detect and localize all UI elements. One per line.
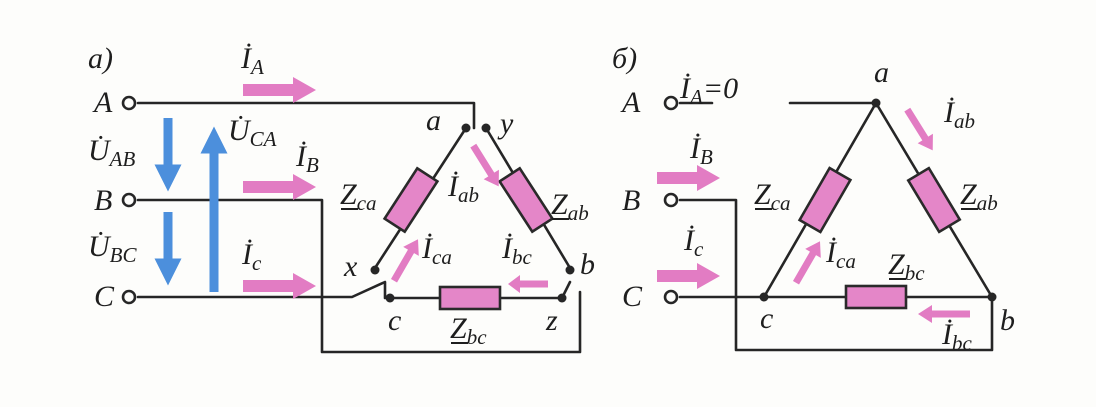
ica-a-label: İca: [421, 232, 452, 269]
arrow-ica-a: [390, 239, 419, 283]
node-b-b: [987, 292, 997, 302]
node-a: [461, 123, 471, 133]
line-a-wire: [136, 101, 476, 130]
node-a-label: a: [426, 104, 441, 137]
arrow-ic-a: [243, 273, 316, 299]
ib-a-label: İB: [295, 140, 319, 177]
ibc-b-label: İbc: [941, 318, 973, 355]
line-c-wire: [136, 280, 387, 300]
terminal-a-b-label: A: [620, 86, 641, 119]
node-z: [557, 293, 567, 303]
resistor-zbc-a: [438, 285, 502, 311]
node-c: [385, 293, 395, 303]
arrow-ib-a: [243, 174, 316, 200]
resistor-zca-b: [797, 166, 853, 234]
line-b-b-wire: [678, 198, 994, 352]
node-a-b-label: a: [874, 56, 889, 89]
resistor-zbc-b: [844, 284, 908, 310]
terminal-a-label: A: [92, 86, 113, 119]
terminal-c-b[interactable]: [663, 289, 679, 305]
ic-a-label: İc: [241, 238, 262, 275]
arrow-ic-b: [657, 263, 720, 289]
node-x: [370, 265, 380, 275]
terminal-c[interactable]: [121, 289, 137, 305]
ica-b-label: İca: [825, 236, 856, 273]
ib-b-label: İB: [689, 132, 713, 169]
ubc-label: U̇BC: [88, 230, 137, 267]
node-b-b-label: b: [1000, 304, 1015, 337]
terminal-b-b[interactable]: [663, 192, 679, 208]
arrow-iab-a: [470, 143, 499, 187]
terminal-a[interactable]: [121, 95, 137, 111]
node-b-label: b: [580, 248, 595, 281]
resistor-zca-a: [382, 166, 440, 234]
ibc-a-label: İbc: [501, 232, 533, 269]
node-c-b: [759, 292, 769, 302]
ic-b-label: İc: [683, 224, 704, 261]
ia-b-label: İA=0: [679, 72, 738, 109]
node-y: [481, 123, 491, 133]
panel-b-label: б): [612, 42, 637, 75]
terminal-c-b-label: C: [622, 280, 643, 313]
terminal-b[interactable]: [121, 192, 137, 208]
arrow-ib-b: [657, 165, 720, 191]
node-x-label: x: [343, 250, 358, 283]
node-c-label: c: [388, 304, 401, 337]
node-z-label: z: [545, 304, 558, 337]
zbc-a-label: Zbc: [450, 312, 487, 349]
terminal-b-label: B: [94, 184, 112, 217]
iab-b-label: İab: [943, 96, 975, 133]
line-b-wire: [136, 198, 582, 354]
terminal-b-b-label: B: [622, 184, 640, 217]
arrow-ibc-a: [508, 275, 548, 293]
arrow-ibc-b: [918, 305, 970, 323]
terminal-c-label: C: [94, 280, 115, 313]
iab-a-label: İab: [447, 170, 479, 207]
arrow-ica-b: [792, 241, 821, 285]
resistor-zab-b: [906, 166, 962, 234]
terminal-a-b[interactable]: [663, 95, 679, 111]
node-b: [565, 265, 575, 275]
zca-b-label: Zca: [754, 178, 791, 215]
node-y-label: y: [497, 107, 514, 140]
zca-a-label: Zca: [340, 178, 377, 215]
arrow-ia-a: [243, 77, 316, 103]
zbc-b-label: Zbc: [888, 248, 925, 285]
node-a-b: [871, 98, 881, 108]
panel-a: a) A B C a y x b c z Zca Zab Z: [88, 42, 595, 354]
resistor-zab-a: [497, 166, 555, 234]
uca-label: U̇CA: [228, 114, 277, 151]
ia-a-label: İA: [240, 42, 264, 79]
panel-b: б) A B C a c b Zca Zab Zbc İA=0: [612, 42, 1015, 355]
panel-a-label: a): [88, 42, 113, 75]
arrow-iab-b: [904, 107, 933, 151]
zab-b-label: Zab: [960, 178, 998, 215]
zab-a-label: Zab: [551, 188, 589, 225]
uab-label: U̇AB: [88, 134, 135, 171]
node-c-b-label: c: [760, 302, 773, 335]
